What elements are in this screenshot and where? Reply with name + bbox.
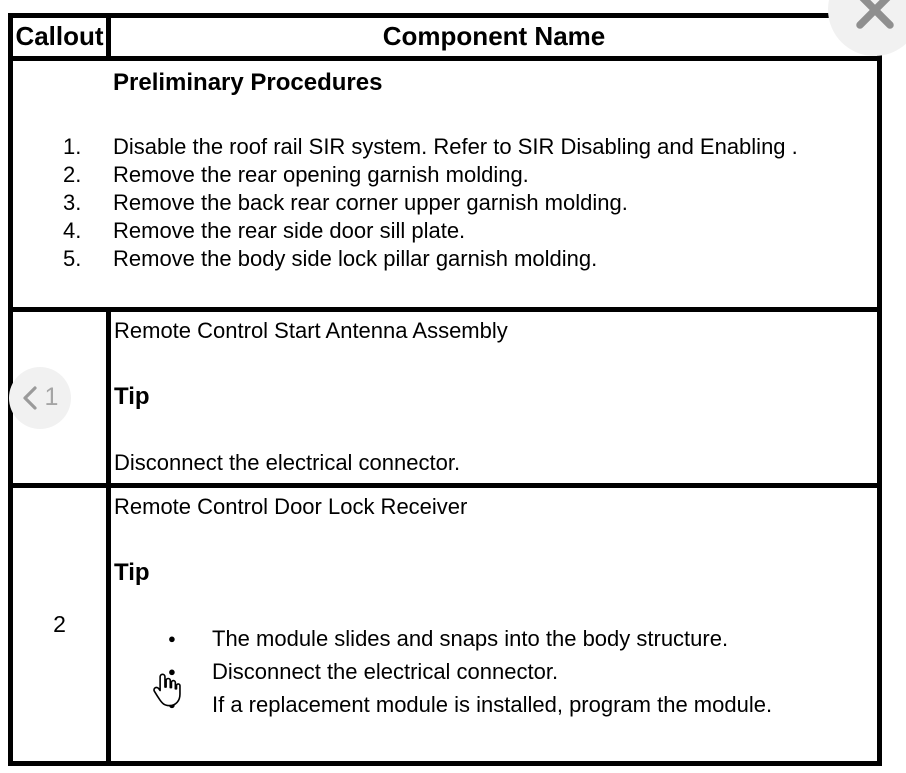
preliminary-procedures-title: Preliminary Procedures — [113, 69, 383, 96]
bullet-item: The module slides and snaps into the bod… — [168, 622, 873, 655]
table-row: Preliminary Procedures Disable the roof … — [8, 56, 882, 312]
preliminary-procedures-cell: Preliminary Procedures Disable the roof … — [8, 56, 882, 312]
hand-cursor-icon — [151, 672, 181, 714]
bullet-item: Disconnect the electrical connector. — [168, 655, 873, 688]
callout-cell-1: 1 — [8, 307, 111, 488]
component-name-column-header: Component Name — [106, 13, 882, 61]
component-bullet-list: The module slides and snaps into the bod… — [114, 622, 873, 721]
close-icon — [855, 0, 894, 29]
component-title: Remote Control Start Antenna Assembly — [114, 318, 508, 343]
component-cell-2: Remote Control Door Lock Receiver Tip Th… — [106, 483, 882, 766]
step-item: Remove the rear opening garnish molding. — [63, 161, 529, 189]
callout-column-header: Callout — [8, 13, 111, 61]
step-item: Remove the back rear corner upper garnis… — [63, 189, 628, 217]
callout-number: 1 — [44, 383, 59, 411]
callout-number: 2 — [53, 611, 66, 637]
tip-label: Tip — [114, 559, 150, 586]
step-item: Remove the body side lock pillar garnish… — [63, 245, 598, 273]
component-title: Remote Control Door Lock Receiver — [114, 494, 468, 519]
table-header-row: Callout Component Name — [8, 13, 882, 61]
preliminary-steps-list: Disable the roof rail SIR system. Refer … — [13, 133, 877, 273]
step-item: Remove the rear side door sill plate. — [63, 217, 466, 245]
bullet-item: If a replacement module is installed, pr… — [168, 688, 873, 721]
table-row: 2 Remote Control Door Lock Receiver Tip … — [8, 483, 882, 766]
component-table: Callout Component Name Preliminary Proce… — [8, 13, 882, 766]
component-note: Disconnect the electrical connector. — [114, 450, 461, 475]
component-cell-1: Remote Control Start Antenna Assembly Ti… — [106, 307, 882, 488]
table-row: 1 Remote Control Start Antenna Assembly … — [8, 307, 882, 488]
tip-label: Tip — [114, 383, 150, 410]
callout-nav-button[interactable]: 1 — [9, 366, 71, 429]
callout-cell-2: 2 — [8, 483, 111, 766]
chevron-left-icon — [22, 385, 37, 410]
step-item: Disable the roof rail SIR system. Refer … — [63, 133, 798, 161]
